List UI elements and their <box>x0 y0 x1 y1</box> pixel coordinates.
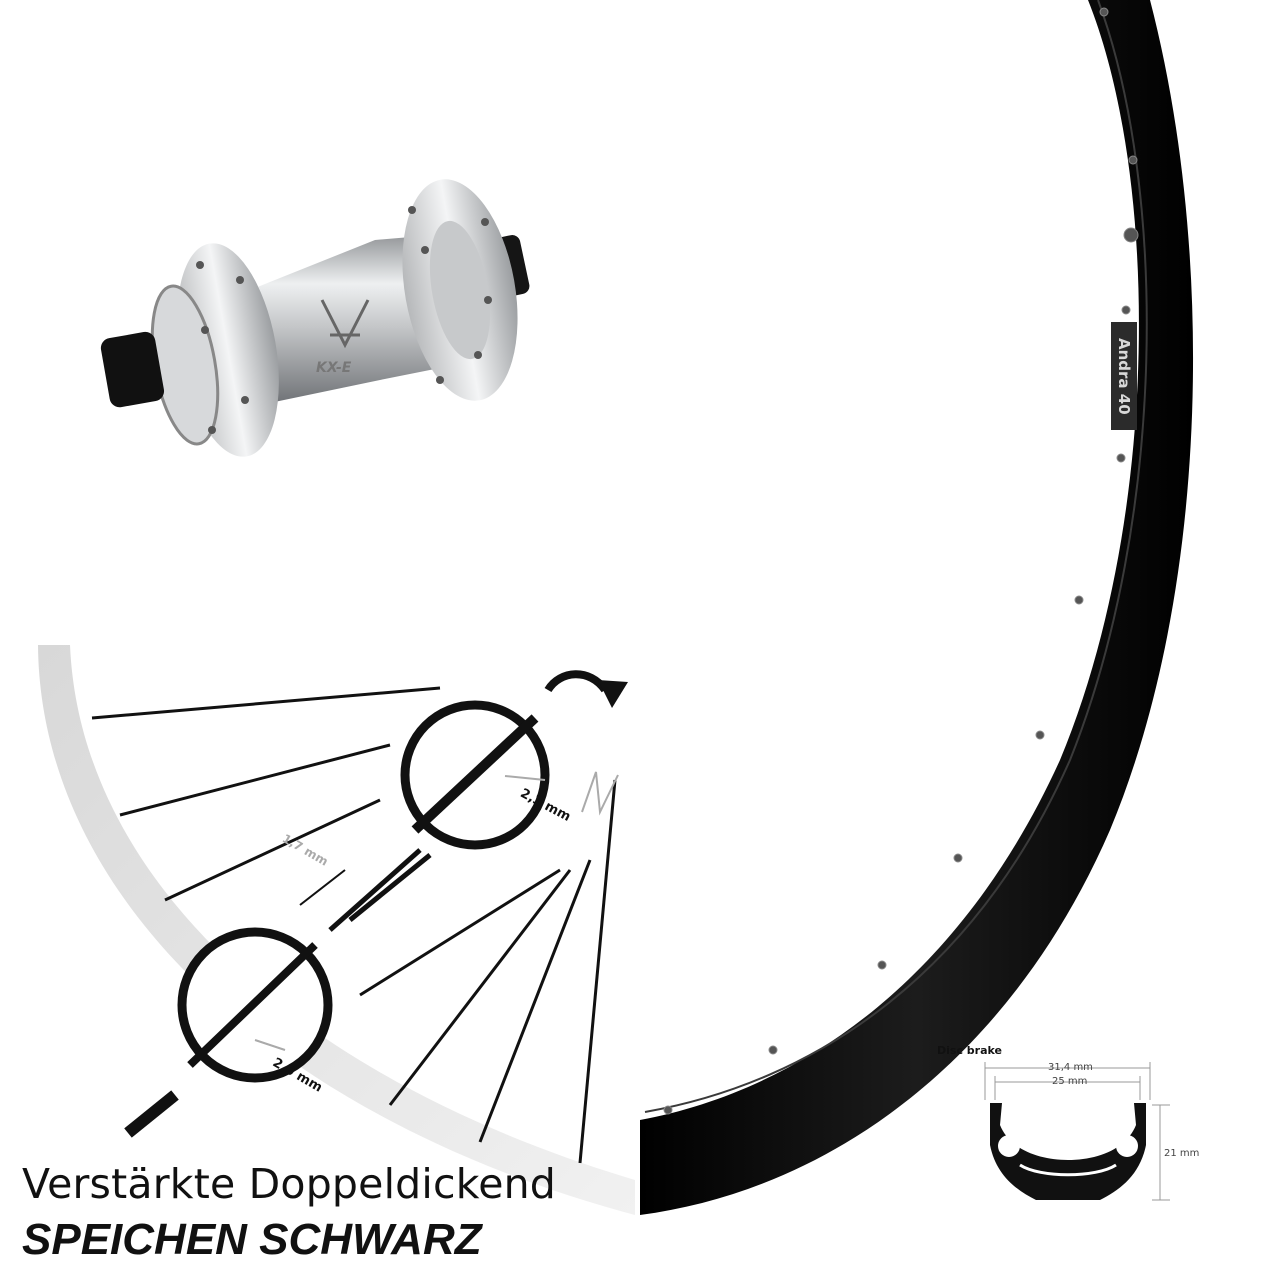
rim-brand-label: Andra 40 <box>1111 322 1137 430</box>
profile-title: Disc brake <box>937 1044 1003 1057</box>
profile-outer-width: 31,4 mm <box>1048 1062 1093 1073</box>
caption-line1: Verstärkte Doppeldickend <box>22 1160 557 1208</box>
caption-line2: SPEICHEN SCHWARZ <box>22 1215 482 1264</box>
profile-height: 21 mm <box>1164 1148 1200 1159</box>
profile-inner-width: 25 mm <box>1052 1076 1088 1087</box>
hub-logo-text: KX-E <box>316 360 352 376</box>
